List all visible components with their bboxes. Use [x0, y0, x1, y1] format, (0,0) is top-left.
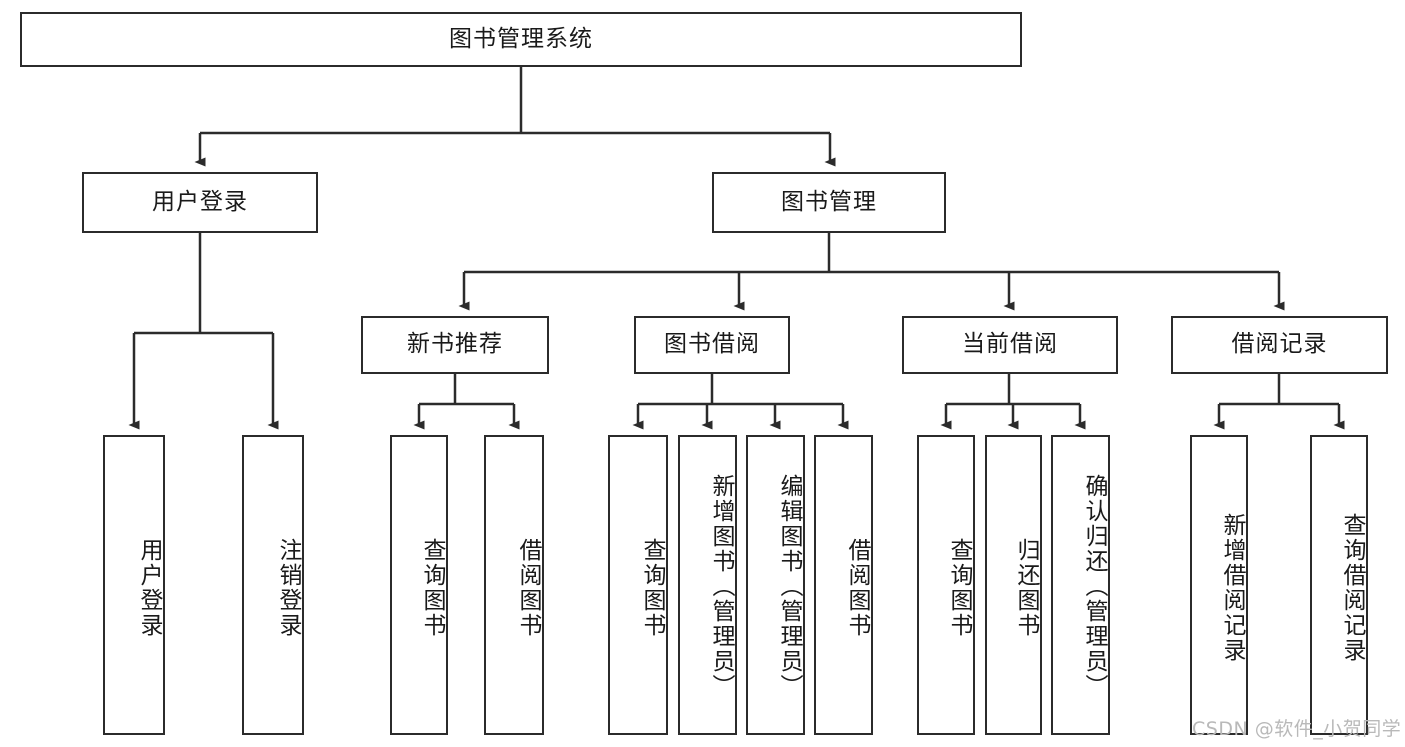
node-label: 图书借阅: [664, 331, 760, 358]
node-label: 确认归还（管理员）: [1081, 473, 1107, 699]
leaf-query-book-current[interactable]: 查询图书: [917, 435, 975, 735]
leaf-borrow-book-new[interactable]: 借阅图书: [484, 435, 544, 735]
leaf-query-borrow-record[interactable]: 查询借阅记录: [1310, 435, 1368, 735]
node-label: 借阅图书: [515, 538, 541, 638]
leaf-query-book-new[interactable]: 查询图书: [390, 435, 448, 735]
node-label: 借阅图书: [844, 538, 870, 638]
node-label: 查询图书: [419, 538, 445, 638]
node-label: 注销登录: [275, 538, 301, 638]
node-label: 图书管理: [781, 188, 877, 215]
leaf-logout[interactable]: 注销登录: [242, 435, 304, 735]
node-new-book-recommend[interactable]: 新书推荐: [361, 316, 549, 374]
node-label: 查询图书: [946, 538, 972, 638]
node-label: 用户登录: [136, 538, 162, 638]
node-label: 查询图书: [639, 538, 665, 638]
node-label: 借阅记录: [1231, 331, 1328, 358]
leaf-user-login[interactable]: 用户登录: [103, 435, 165, 735]
node-user-login[interactable]: 用户登录: [82, 172, 318, 233]
node-root-system[interactable]: 图书管理系统: [20, 12, 1022, 67]
node-label: 归还图书: [1013, 538, 1039, 638]
leaf-return-book[interactable]: 归还图书: [985, 435, 1042, 735]
node-current-borrow[interactable]: 当前借阅: [902, 316, 1118, 374]
leaf-add-borrow-record[interactable]: 新增借阅记录: [1190, 435, 1248, 735]
node-label: 当前借阅: [962, 331, 1058, 358]
leaf-edit-book-admin[interactable]: 编辑图书（管理员）: [746, 435, 805, 735]
node-label: 图书管理系统: [449, 25, 593, 52]
node-book-management[interactable]: 图书管理: [712, 172, 946, 233]
leaf-query-book-borrow[interactable]: 查询图书: [608, 435, 668, 735]
node-label: 新书推荐: [407, 331, 503, 358]
node-label: 新增借阅记录: [1219, 513, 1245, 663]
leaf-confirm-return-admin[interactable]: 确认归还（管理员）: [1051, 435, 1110, 735]
node-label: 用户登录: [152, 188, 248, 215]
node-borrow-records[interactable]: 借阅记录: [1171, 316, 1388, 374]
node-label: 编辑图书（管理员）: [776, 473, 802, 699]
node-label: 新增图书（管理员）: [708, 473, 734, 699]
node-label: 查询借阅记录: [1339, 513, 1365, 663]
leaf-lend-book[interactable]: 借阅图书: [814, 435, 873, 735]
node-book-borrow[interactable]: 图书借阅: [634, 316, 790, 374]
leaf-add-book-admin[interactable]: 新增图书（管理员）: [678, 435, 737, 735]
